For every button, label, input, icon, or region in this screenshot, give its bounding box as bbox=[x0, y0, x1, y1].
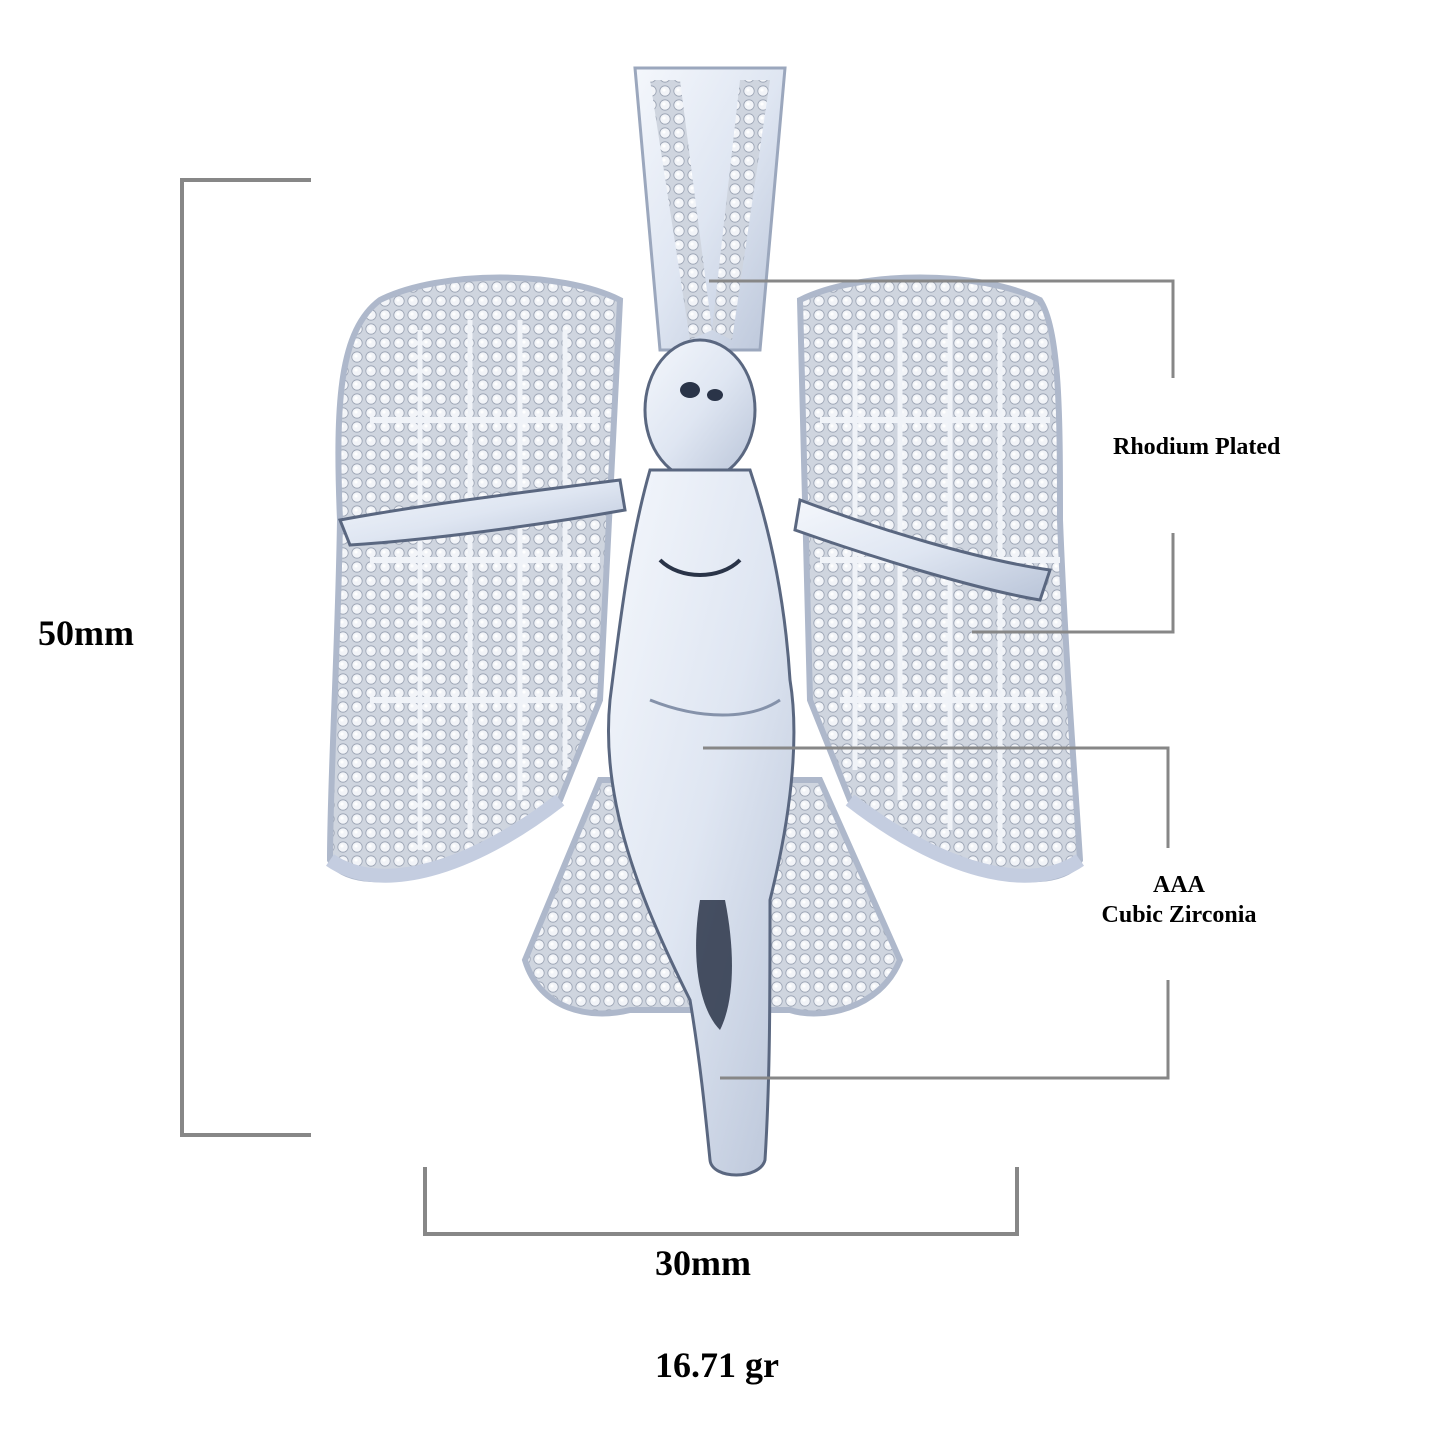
plating-callout-line bbox=[709, 279, 1175, 634]
stones-grade: AAA bbox=[1153, 872, 1205, 898]
width-dimension-line bbox=[423, 1167, 1019, 1236]
stones-type: Cubic Zirconia bbox=[1101, 902, 1257, 928]
height-label: 50mm bbox=[38, 613, 134, 653]
weight-label: 16.71 gr bbox=[655, 1345, 779, 1385]
angel-figure bbox=[337, 338, 1052, 1177]
right-wing bbox=[796, 274, 1085, 883]
height-dimension-line bbox=[180, 178, 311, 1137]
width-label: 30mm bbox=[655, 1243, 751, 1283]
stones-callout-label: AAA Cubic Zirconia bbox=[1074, 870, 1284, 930]
plating-callout-label: Rhodium Plated bbox=[1113, 434, 1281, 460]
stones-callout-line bbox=[703, 746, 1170, 1080]
bail bbox=[633, 66, 787, 352]
left-wing bbox=[325, 274, 624, 883]
